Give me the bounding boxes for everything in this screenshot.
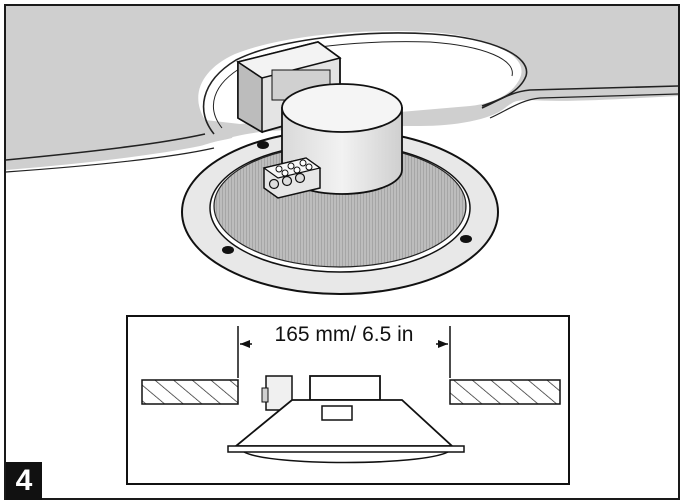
- terminal-block: [262, 157, 322, 199]
- ceiling-section-left: [141, 379, 239, 405]
- cutout-rim-inner: [213, 41, 513, 129]
- screw-hole-back: [257, 141, 269, 149]
- cross-section-inset: 165 mm/ 6.5 in: [126, 315, 570, 485]
- screw-hole-left: [222, 246, 234, 254]
- ceiling-edge-front: [5, 133, 206, 161]
- ceiling-edge-back: [5, 147, 215, 173]
- speaker-side-view: [227, 375, 465, 464]
- step-number-badge: 4: [6, 462, 42, 500]
- ceiling-edge-right-lower: [489, 93, 679, 119]
- ceiling-section-right: [449, 379, 561, 405]
- screw-hole-right: [460, 235, 472, 243]
- dimension-label: 165 mm/ 6.5 in: [275, 323, 414, 346]
- cutout-rim: [202, 32, 528, 135]
